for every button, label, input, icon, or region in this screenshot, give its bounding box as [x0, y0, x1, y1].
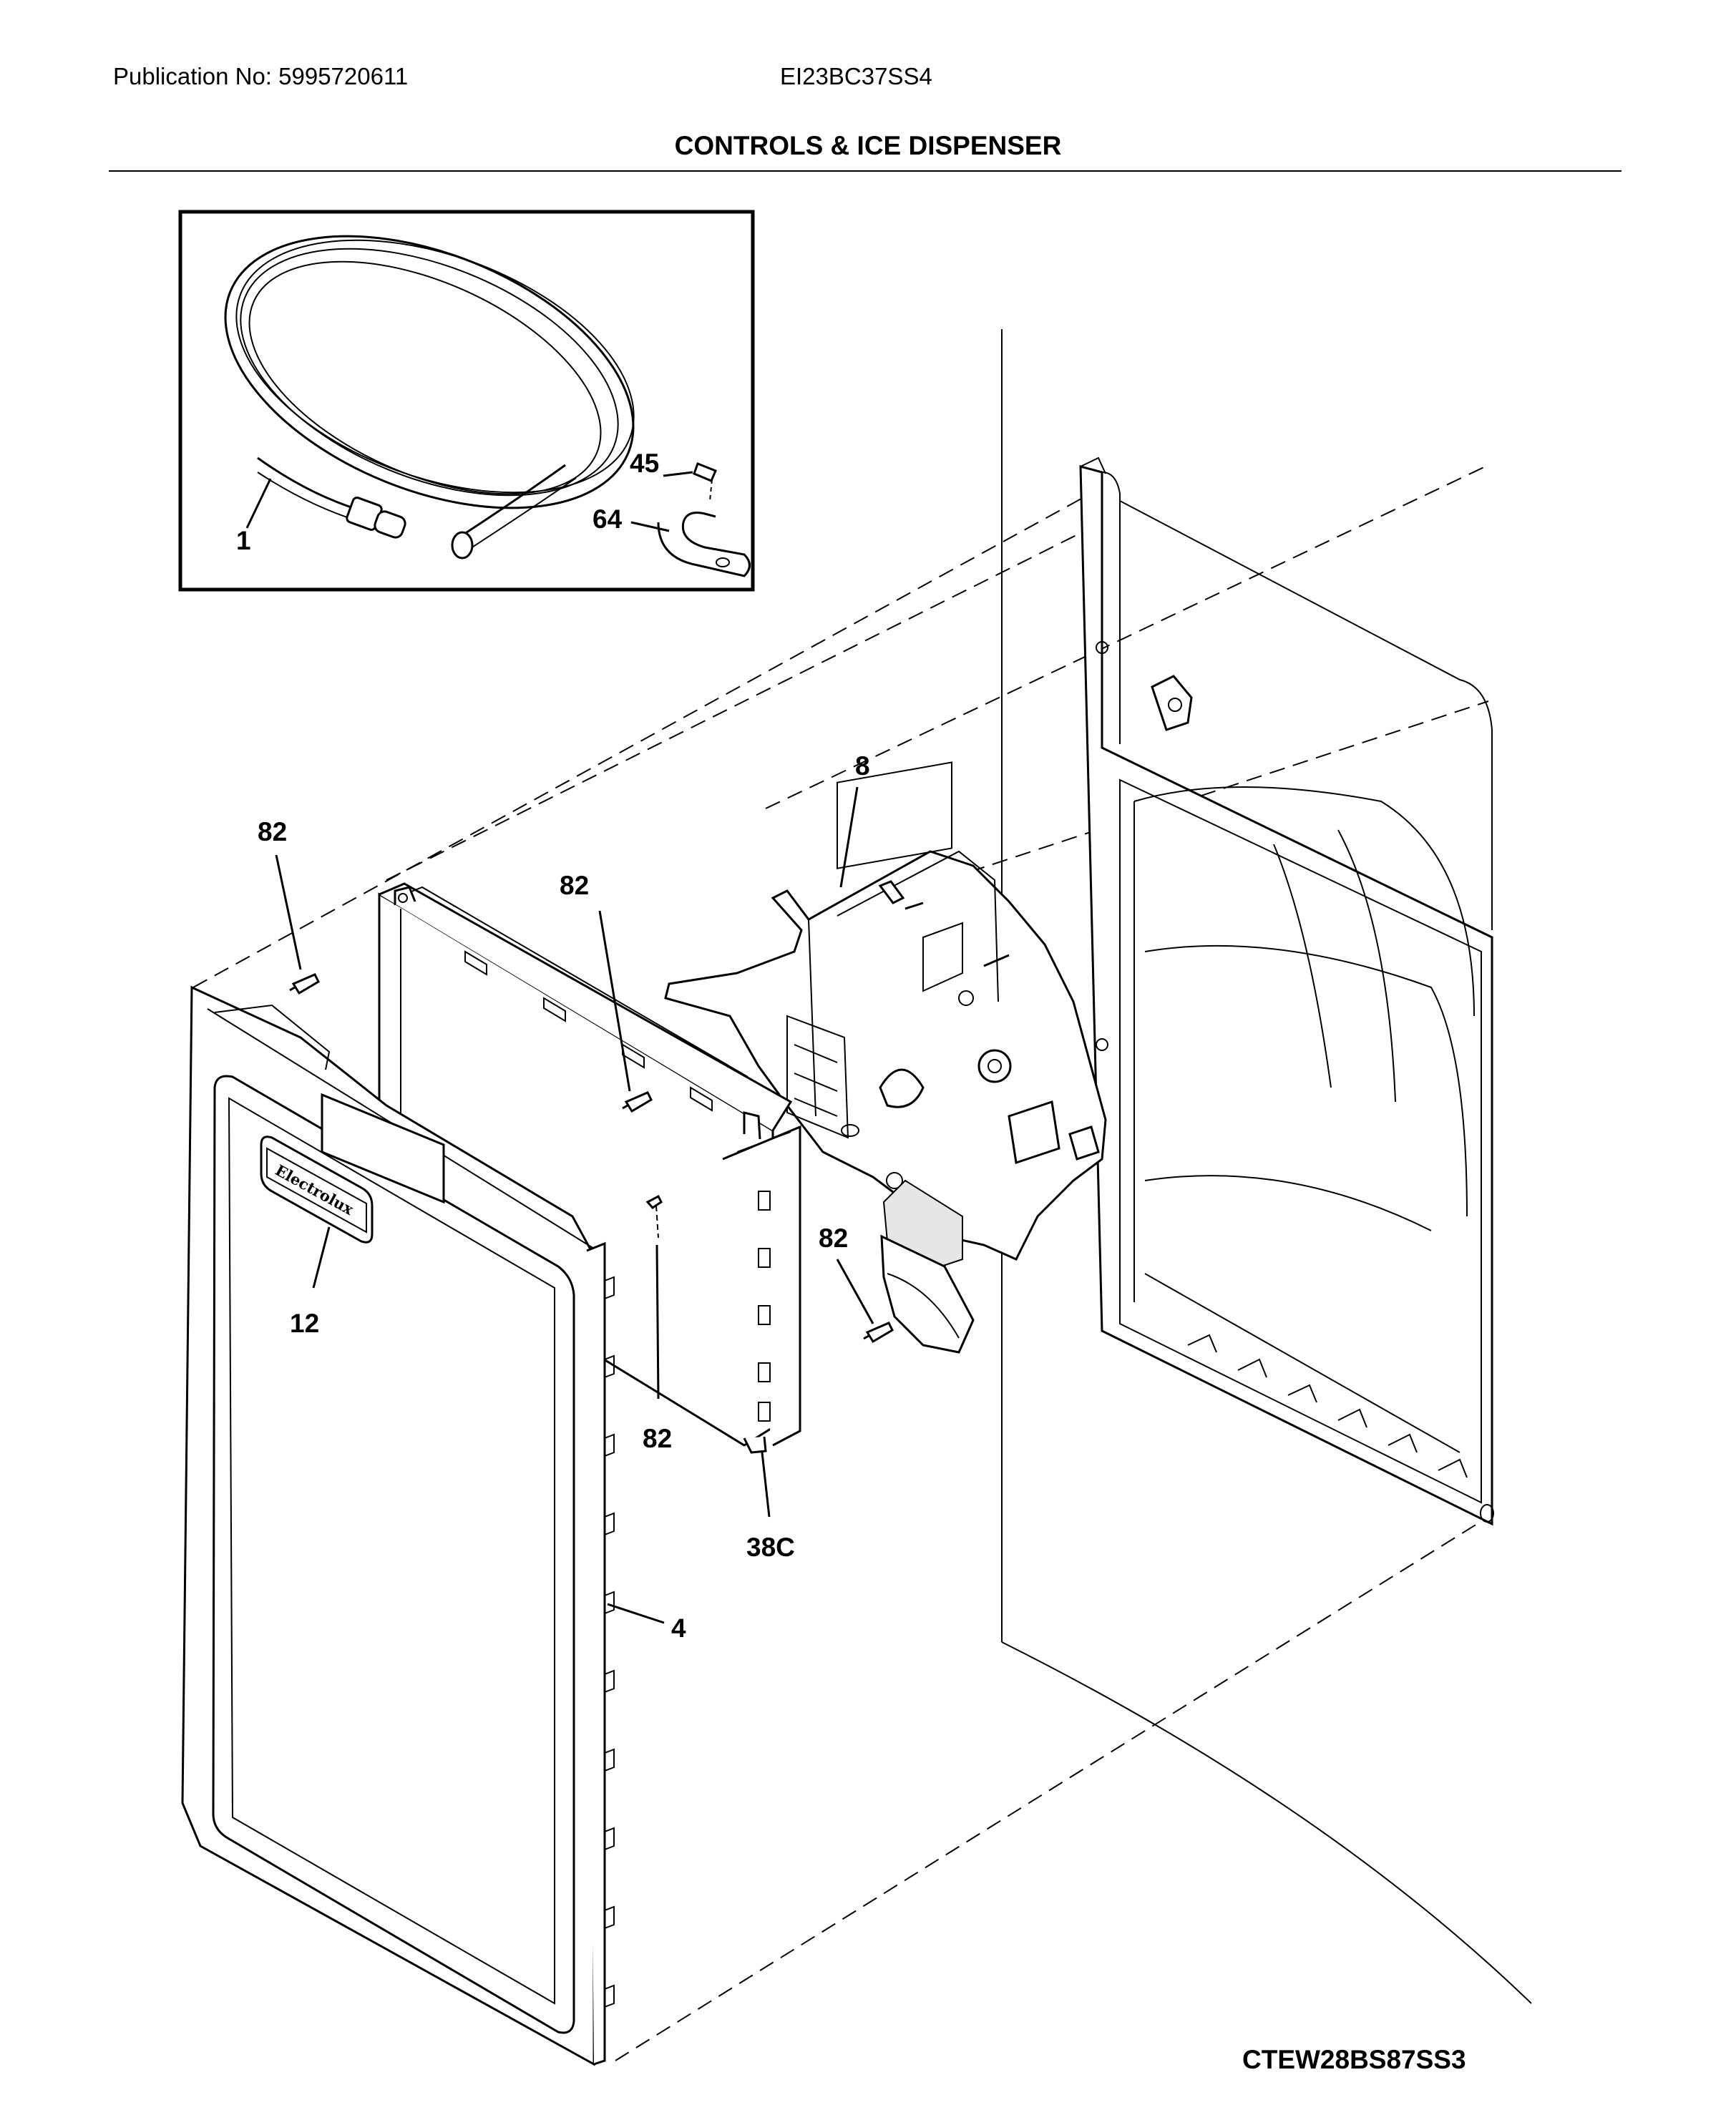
- label-8: 8: [855, 751, 870, 781]
- label-82-actuator: 82: [819, 1224, 848, 1253]
- control-board-housing: [378, 882, 801, 1454]
- water-tube-coil: [224, 235, 635, 560]
- dispenser-housing: [664, 761, 1107, 1261]
- screw-bottom: [645, 1194, 663, 1239]
- panel-edge-tabs: [604, 1276, 615, 2008]
- screw-45: [693, 462, 717, 502]
- leader-45: [663, 471, 693, 477]
- label-38c: 38C: [746, 1533, 795, 1562]
- label-45: 45: [630, 449, 659, 478]
- label-64: 64: [593, 504, 623, 534]
- diagram-code: CTEW28BS87SS3: [1242, 2045, 1466, 2074]
- inset-box: 1 45 64: [178, 210, 755, 592]
- board-slots: [464, 950, 771, 1422]
- leader-64: [630, 521, 670, 532]
- page-title: CONTROLS & ICE DISPENSER: [674, 131, 1062, 160]
- label-82-bottom: 82: [643, 1424, 672, 1453]
- screw-control-board: [622, 1091, 653, 1113]
- leader-lines: [275, 786, 874, 1624]
- electrolux-badge: Electrolux: [260, 1135, 374, 1244]
- header-rule: [109, 170, 1622, 172]
- label-82-control-board: 82: [560, 871, 589, 900]
- dispenser-cavity: [1079, 456, 1494, 1526]
- label-82-top-left: 82: [258, 817, 287, 846]
- front-panel: [181, 985, 615, 2066]
- leader-1: [245, 478, 272, 529]
- tube-clamp-64: [657, 512, 751, 577]
- label-4: 4: [671, 1613, 686, 1643]
- screw-top-left: [289, 973, 320, 995]
- cavity-vents: [1187, 1334, 1468, 1478]
- label-1: 1: [236, 526, 251, 555]
- model-number: EI23BC37SS4: [780, 63, 932, 89]
- actuator-paddle: [880, 1179, 975, 1354]
- cavity-clip-upper: [1151, 675, 1193, 731]
- publication-number: Publication No: 5995720611: [113, 63, 409, 89]
- screw-actuator: [863, 1322, 894, 1344]
- label-12: 12: [290, 1309, 319, 1338]
